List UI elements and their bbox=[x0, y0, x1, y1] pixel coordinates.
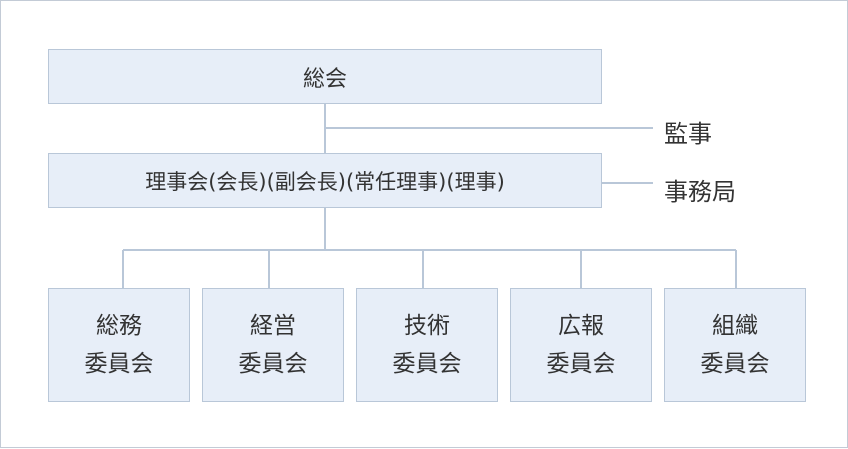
committee-name: 経営 bbox=[250, 313, 296, 339]
committee-general-affairs-box: 総務 委員会 bbox=[48, 288, 190, 402]
committee-suffix: 委員会 bbox=[84, 351, 154, 377]
board-box: 理事会(会長)(副会長)(常任理事)(理事) bbox=[48, 153, 602, 208]
board-label: 理事会(会長)(副会長)(常任理事)(理事) bbox=[145, 169, 505, 194]
committee-public-relations-box: 広報 委員会 bbox=[510, 288, 652, 402]
committee-suffix: 委員会 bbox=[392, 351, 462, 377]
committee-name: 広報 bbox=[558, 313, 604, 339]
secretariat-label: 事務局 bbox=[664, 178, 736, 206]
committee-suffix: 委員会 bbox=[238, 351, 308, 377]
committee-suffix: 委員会 bbox=[700, 351, 770, 377]
committee-name: 組織 bbox=[712, 313, 758, 339]
committee-name: 技術 bbox=[404, 313, 450, 339]
committee-name: 総務 bbox=[96, 313, 142, 339]
committee-management-box: 経営 委員会 bbox=[202, 288, 344, 402]
committee-technology-box: 技術 委員会 bbox=[356, 288, 498, 402]
general-assembly-box: 総会 bbox=[48, 49, 602, 104]
auditor-label: 監事 bbox=[664, 120, 712, 148]
committee-suffix: 委員会 bbox=[546, 351, 616, 377]
committee-organization-box: 組織 委員会 bbox=[664, 288, 806, 402]
general-assembly-label: 総会 bbox=[302, 66, 347, 92]
